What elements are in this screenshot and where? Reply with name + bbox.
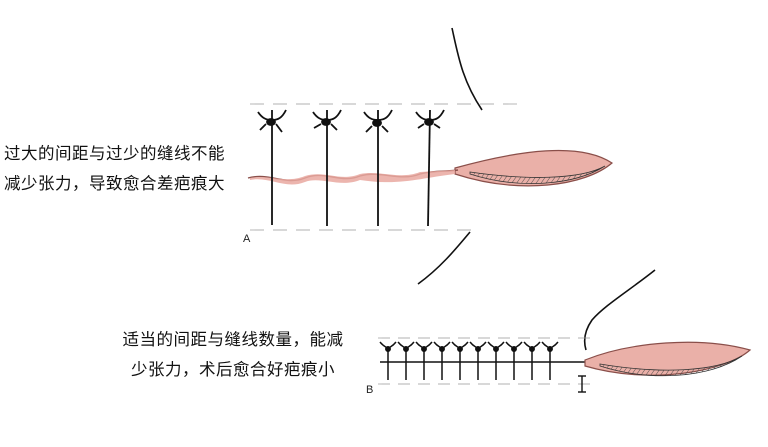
panel-a-stitch [312,109,342,226]
panel-a-incision-curve [451,27,483,111]
panel-b-label: B [366,384,374,396]
panel-a-stitch [363,109,393,226]
panel-a-closed-incision-fill [250,170,455,185]
panel-b-stitch [451,341,469,380]
caption-a-line-1: 过大的间距与过少的缝线不能 [4,144,225,163]
panel-a-stitch [257,109,287,225]
panel-b-stitch [487,341,505,380]
caption-b-line-2: 少张力，术后愈合好疤痕小 [131,360,335,379]
panel-b-stitch [379,341,397,380]
panel-a-label: A [243,233,251,245]
panel-a-wound-bed [469,165,606,184]
caption-panel-a: 过大的间距与过少的缝线不能 减少张力，导致愈合差疤痕大 [4,139,254,199]
panel-b-stitch [433,341,451,380]
caption-b-line-1: 适当的间距与缝线数量，能减 [122,330,344,349]
panel-b-stitch [397,341,415,380]
panel-b-stitch [415,341,433,380]
panel-a-incision-curve-lower [417,231,471,285]
panel-a-illustration [247,27,613,285]
panel-b-incision-curve [583,269,656,351]
panel-b-stitch [469,341,487,380]
panel-a-stitch [415,109,445,227]
caption-panel-b: 适当的间距与缝线数量，能减 少张力，术后愈合好疤痕小 [118,325,348,385]
panel-b-stitch [505,341,523,380]
panel-b-stitch [541,341,559,380]
panel-b-incision-end-mark [578,375,586,393]
panel-b-stitch [523,341,541,380]
panel-b-wound-bed [599,355,743,377]
caption-a-line-2: 减少张力，导致愈合差疤痕大 [4,174,225,193]
panel-b-illustration [378,269,752,393]
